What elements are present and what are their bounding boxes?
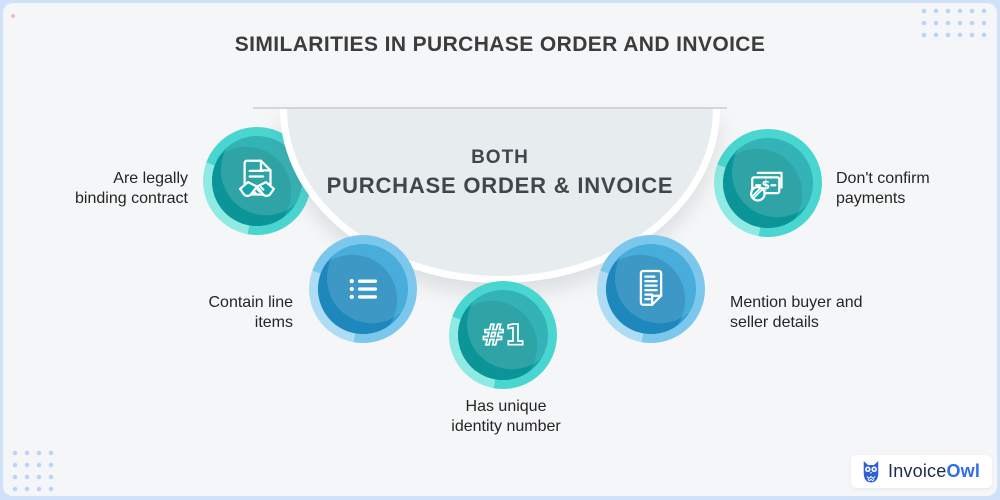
bubble-identity-number: #1: [449, 281, 557, 389]
dome-text-line2: PURCHASE ORDER & INVOICE: [326, 173, 674, 198]
bubble-inner-circle: [212, 136, 302, 226]
bubble-inner-circle: [606, 244, 696, 334]
bubble-legally-binding: [203, 127, 311, 235]
svg-text:$: $: [761, 178, 770, 192]
page-title: SIMILARITIES IN PURCHASE ORDER AND INVOI…: [234, 33, 766, 56]
svg-text:#1: #1: [481, 319, 524, 352]
bullet-list-icon: [349, 278, 378, 300]
bubble-inner-circle: $: [723, 138, 813, 228]
bubble-buyer-seller: [597, 235, 705, 343]
label-identity-number: Has unique identity number: [451, 398, 561, 435]
no-payment-icon: $: [750, 171, 783, 202]
logo-text-invoice: Invoice: [888, 461, 947, 481]
logo-text-owl: Owl: [946, 461, 981, 481]
label-no-payments: Don't confirm payments: [836, 170, 930, 207]
invoiceowl-logo[interactable]: InvoiceOwl: [851, 455, 992, 488]
document-icon: [639, 269, 663, 306]
label-buyer-seller: Mention buyer and seller details: [730, 294, 863, 331]
pink-accent-dot: [11, 14, 15, 18]
bubble-line-items: [309, 235, 417, 343]
bubble-inner-circle: #1: [458, 290, 548, 380]
label-line-items: Contain line items: [208, 294, 294, 331]
dome-text-line1: BOTH: [471, 147, 529, 168]
logo-text: InvoiceOwl: [888, 461, 980, 482]
contract-handshake-icon: [239, 159, 275, 197]
number-one-icon: #1: [481, 318, 526, 353]
infographic-card: SIMILARITIES IN PURCHASE ORDER AND INVOI…: [3, 3, 997, 496]
bubble-no-payments: $: [714, 129, 822, 237]
label-legally-binding: Are legally binding contract: [75, 170, 188, 207]
dot-grid-bottom-left: [9, 447, 56, 494]
bubble-inner-circle: [318, 244, 408, 334]
dot-grid-top-right: [918, 5, 989, 40]
owl-icon: [863, 460, 879, 482]
dome-top-line: [253, 107, 727, 109]
